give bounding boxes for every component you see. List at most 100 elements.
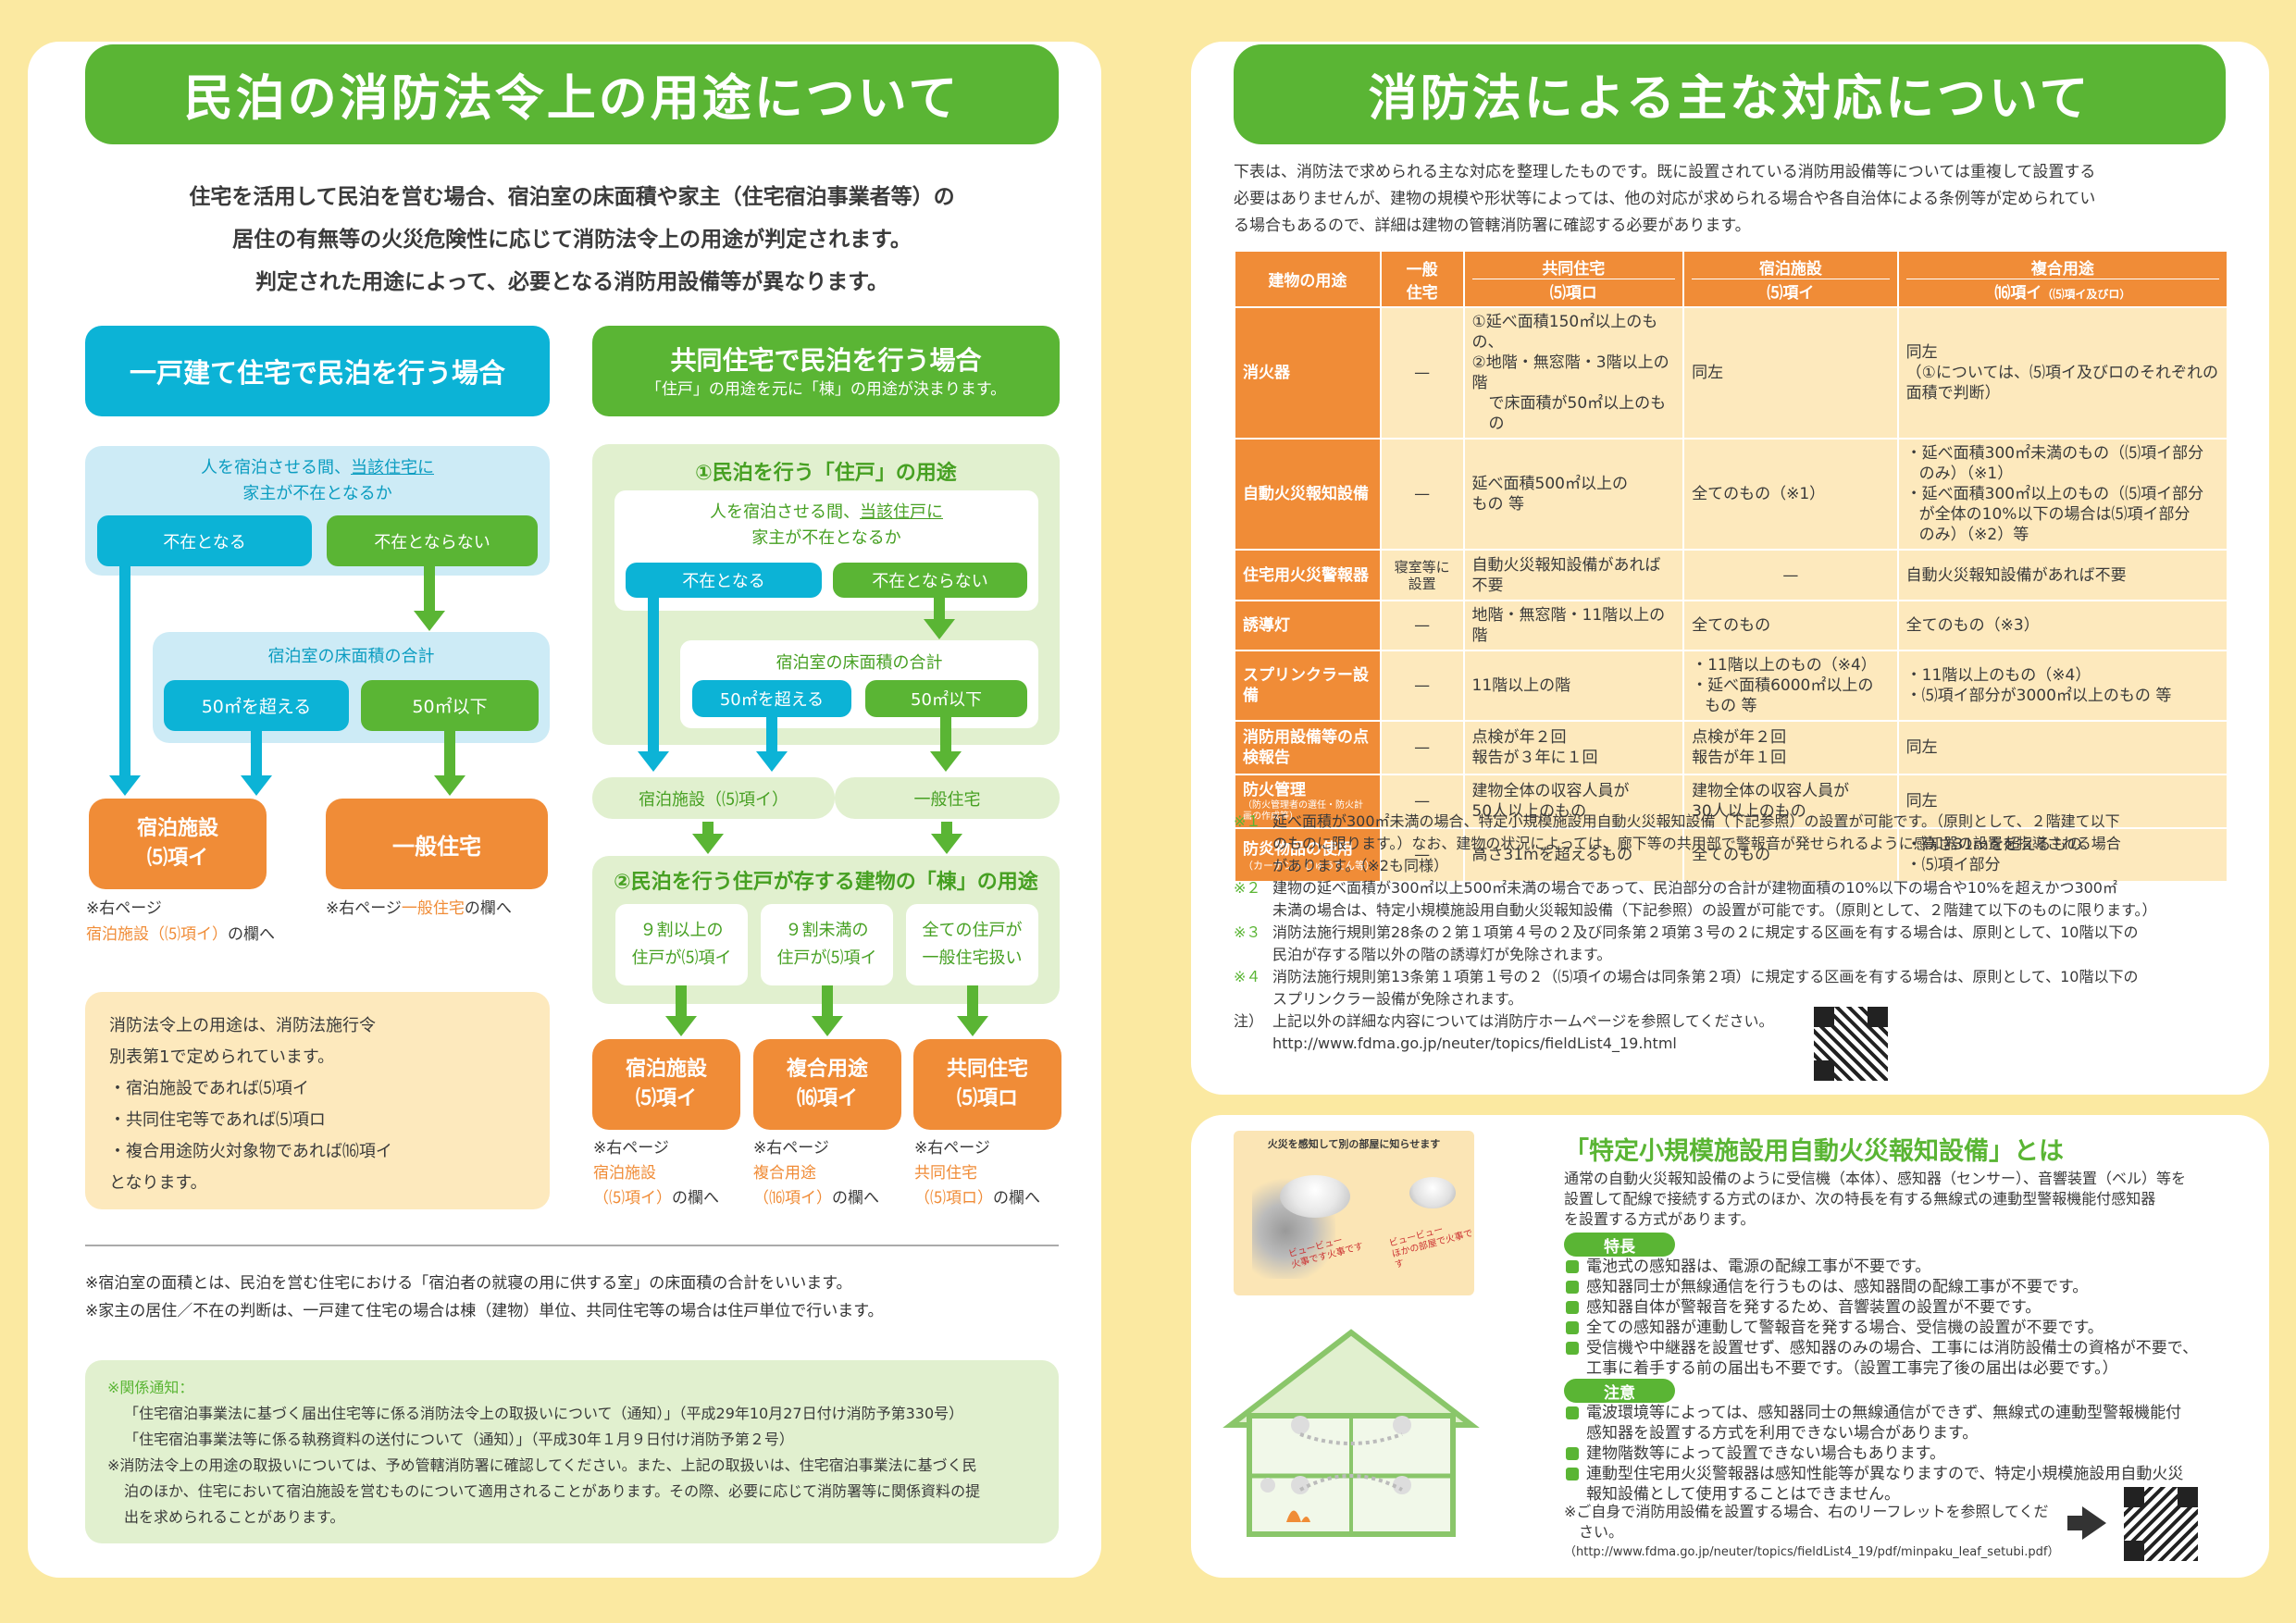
note-link: 共同住宅: [914, 1164, 977, 1183]
note: ※右ページ: [753, 1139, 829, 1158]
info-line: ・宿泊施設であれば⑸項イ: [109, 1079, 309, 1098]
cell: ・延べ面積300㎡未満のもの（⑸項イ部分のみ）（※1）・延べ面積300㎡以上のも…: [1896, 438, 2229, 551]
label: 一般住宅: [913, 789, 981, 810]
q-text-underline: 当該住宅に: [351, 458, 434, 477]
caution-item: 建物階数等によって設置できない場合もあります。: [1564, 1443, 2230, 1464]
apartment-not-absent: 不在とならない: [833, 563, 1027, 598]
cell: 同左（①については、⑸項イ及びロのそれぞれの面積で判断）: [1896, 306, 2229, 440]
note-link: 宿泊施設（⑸項イ）: [86, 925, 228, 944]
label: ⒃項イ: [1994, 284, 2042, 303]
detached-absent: 不在となる: [97, 515, 312, 566]
cell: —: [1379, 438, 1465, 551]
leaflet-qr-code-icon[interactable]: [2124, 1487, 2198, 1561]
label: ⑸項イ: [1692, 279, 1890, 303]
building-note-apartment: ※右ページ 共同住宅 （⑸項ロ）の欄へ: [914, 1136, 1040, 1211]
arrow-down: [753, 717, 790, 772]
detached-over50: 50㎡を超える: [164, 680, 349, 731]
arrow-right-icon: [2082, 1506, 2106, 1540]
cell: 寝室等に設置: [1379, 549, 1465, 601]
left-footnotes: ※宿泊室の面積とは、民泊を営む住宅における「宿泊者の就寝の用に供する室」の床面積…: [85, 1270, 1059, 1325]
alarm-bubble-2: ビュービューほかの部屋で火事です: [1387, 1224, 1474, 1271]
arrow-down: [431, 731, 468, 796]
detached-result-house-note: ※右ページ一般住宅の欄へ: [326, 896, 512, 922]
feature-item: 全ての感知器が連動して警報音を発する場合、受信機の設置が不要です。: [1564, 1318, 2230, 1338]
smoke-detector-icon: [1409, 1177, 1456, 1208]
label: 50㎡を超える: [719, 690, 825, 710]
features-list: 電池式の感知器は、電源の配線工事が不要です。 感知器同士が無線通信を行うものは、…: [1564, 1257, 2230, 1379]
label: ９割未満の: [785, 921, 869, 940]
detector-icon: [1393, 1416, 1411, 1434]
intro-line: 判定された用途によって、必要となる消防用設備等が異なります。: [254, 270, 889, 294]
building-note-mixed: ※右ページ 複合用途 （⒃項イ）の欄へ: [753, 1136, 879, 1211]
cell: —: [1379, 600, 1465, 651]
arrow-down: [954, 985, 991, 1036]
label: 住戸が⑸項イ: [631, 948, 732, 968]
footnote: ※家主の居住／不在の判断は、一戸建て住宅の場合は棟（建物）単位、共同住宅等の場合…: [85, 1302, 884, 1320]
table-row: 消火器 — ①延べ面積150㎡以上のもの、②地階・無窓階・3階以上の階で床面積が…: [1234, 306, 2229, 440]
label: 住宅: [1406, 283, 1438, 303]
caution-item-continued: 感知器を設置する方式を利用できない場合があります。: [1586, 1424, 1979, 1443]
fdma-link[interactable]: http://www.fdma.go.jp/neuter/topics/fiel…: [1272, 1035, 1677, 1052]
note-mark: ※４: [1234, 968, 1261, 985]
measures-table: 建物の用途 一般住宅 共同住宅⑸項ロ 宿泊施設⑸項イ 複合用途⒃項イ（⑸項イ及び…: [1234, 250, 2229, 883]
feature-item: 受信機や中継器を設置せず、感知器のみの場合、工事には消防設備士の資格が不要で、: [1564, 1338, 2230, 1358]
ratio-over90: ９割以上の住戸が⑸項イ: [615, 904, 748, 985]
related-item: 「住宅宿泊事業法等に係る執務資料の送付について（通知）」（平成30年１月９日付け…: [124, 1431, 794, 1448]
arrow-down: [928, 822, 965, 854]
cell: 地階・無窓階・11階以上の階: [1462, 600, 1685, 651]
cell: 全てのもの（※1）: [1682, 438, 1899, 551]
detached-area-label: 宿泊室の床面積の合計: [267, 647, 435, 666]
label: 不在とならない: [872, 572, 988, 591]
note-mark: ※３: [1234, 923, 1261, 941]
label: 一般: [1406, 260, 1438, 279]
q-text: 人を宿泊させる間、: [201, 458, 351, 477]
yellow-info-box: 消防法令上の用途は、消防法施行令 別表第1で定められています。 ・宿泊施設であれ…: [85, 992, 550, 1209]
leaflet-link[interactable]: （http://www.fdma.go.jp/neuter/topics/fie…: [1564, 1545, 2060, 1559]
signal-line: [1299, 1474, 1403, 1492]
fire-icon: [1286, 1510, 1310, 1522]
cell: —: [1379, 827, 1465, 883]
cell: ・11階以上のもの（※4）・延べ面積6000㎡以上のもの 等: [1682, 650, 1899, 722]
table-row: 防炎物品の使用（カーテン・じゅうたん等） — 高さ31mを超えるもの 全てのもの…: [1234, 827, 2229, 883]
cell: —: [1379, 650, 1465, 722]
left-intro: 住宅を活用して民泊を営む場合、宿泊室の床面積や家主（住宅宿泊事業者等）の 居住の…: [85, 176, 1059, 304]
apartment-under50: 50㎡以下: [865, 680, 1027, 717]
label: 不在とならない: [374, 532, 490, 552]
note: ※右ページ: [326, 899, 402, 918]
caution-item-continued: 報知設備として使用することはできません。: [1586, 1485, 1900, 1504]
unit-result-hotel: 宿泊施設（⑸項イ）: [592, 777, 835, 819]
label: 50㎡以下: [412, 697, 488, 717]
cell: 全てのもの（※3）: [1896, 600, 2229, 651]
cell: ①延べ面積150㎡以上のもの、②地階・無窓階・3階以上の階で床面積が50㎡以上の…: [1462, 306, 1685, 440]
label: 不在となる: [682, 572, 765, 591]
caution-item: 連動型住宅用火災警報器は感知性能等が異なりますので、特定小規模施設用自動火災: [1564, 1464, 2230, 1484]
info-line: ・複合用途防火対象物であれば⒃項イ: [109, 1142, 392, 1161]
label: 建物の用途: [1268, 272, 1347, 291]
cell: 全てのもの: [1682, 600, 1899, 651]
label: （⑸項イ及びロ）: [2042, 288, 2131, 301]
related-note: 出を求められることがあります。: [124, 1508, 345, 1526]
label: 宿泊施設: [1758, 260, 1822, 279]
detector-icon: [1291, 1476, 1309, 1494]
cell: 同左: [1682, 306, 1899, 440]
cell: 全てのもの: [1682, 827, 1899, 883]
arrow-down: [809, 985, 846, 1036]
label: ⑸項ロ: [956, 1087, 1018, 1110]
arrow-down: [635, 598, 672, 772]
note: ※右ページ: [86, 899, 162, 918]
building-note-hotel: ※右ページ 宿泊施設 （⑸項イ）の欄へ: [593, 1136, 719, 1211]
house-roof: [1222, 1329, 1480, 1428]
cell: 同左: [1896, 720, 2229, 775]
cell: ・11階以上のもの（※4）・⑸項イ部分が3000㎡以上のもの 等: [1896, 650, 2229, 722]
apartment-absent: 不在となる: [626, 563, 822, 598]
row-header: 防火管理（防火管理者の選任・防火計画の作成等）: [1234, 774, 1382, 829]
footnote: ※宿泊室の面積とは、民泊を営む住宅における「宿泊者の就寝の用に供する室」の床面積…: [85, 1274, 852, 1293]
intro-line: 住宅を活用して民泊を営む場合、宿泊室の床面積や家主（住宅宿泊事業者等）の: [189, 185, 955, 209]
qr-code-icon[interactable]: [1814, 1007, 1888, 1081]
note-mark: ※２: [1234, 879, 1261, 897]
note: ※右ページ: [914, 1139, 990, 1158]
intro-line: 必要はありませんが、建物の規模や形状等によっては、他の対応が求められる場合や各自…: [1234, 190, 2096, 208]
label: ９割以上の: [639, 921, 724, 940]
